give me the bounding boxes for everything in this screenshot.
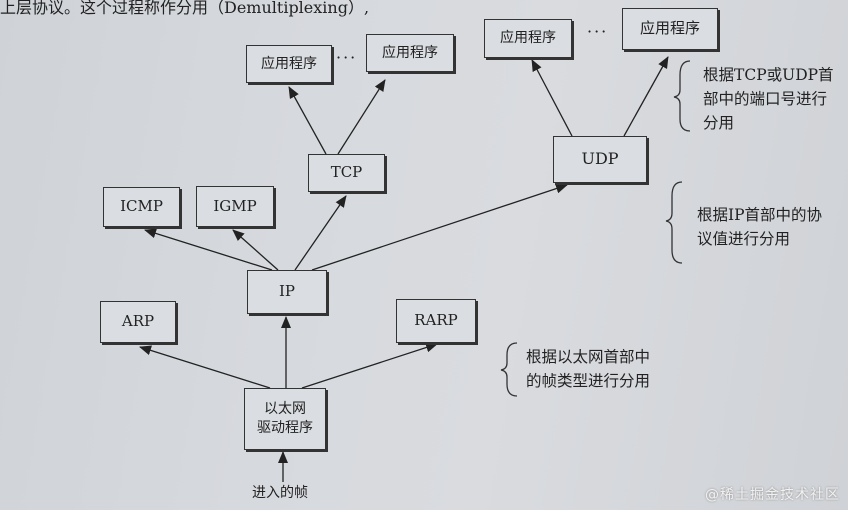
- app-box-1: 应用程序: [246, 45, 332, 83]
- arrow-ip-to-udp: [311, 183, 568, 271]
- top-text-fragment: 上层协议。这个过程称作分用（Demultiplexing）,: [0, 0, 370, 17]
- note-ip-line1: 根据IP首部中的协: [697, 206, 823, 224]
- arrow-tcp-to-app1: [288, 86, 327, 155]
- arrow-driver-to-arp: [139, 345, 271, 389]
- watermark: @稀土掘金技术社区: [705, 487, 840, 503]
- note-ip-line2: 议值进行分用: [697, 230, 791, 248]
- tcp-box: TCP: [308, 154, 385, 192]
- icmp-box: ICMP: [103, 187, 180, 227]
- app-box-3: 应用程序: [484, 19, 572, 58]
- app-box-3-label: 应用程序: [500, 30, 556, 47]
- note-ethernet-demux: 根据以太网首部中 的帧类型进行分用: [526, 345, 650, 393]
- ellipsis-right: ···: [587, 22, 609, 41]
- arp-box: ARP: [100, 301, 176, 343]
- driver-label-line2: 驱动程序: [257, 420, 313, 436]
- brace-ethernet: [500, 342, 518, 397]
- igmp-label: IGMP: [213, 196, 257, 215]
- udp-label: UDP: [581, 149, 619, 169]
- rarp-label: RARP: [414, 311, 458, 330]
- arrow-ip-to-tcp: [294, 195, 347, 271]
- brace-ip: [665, 181, 683, 264]
- arrow-tcp-to-app2: [337, 79, 386, 155]
- app-box-4-label: 应用程序: [639, 19, 700, 38]
- note-ip-demux: 根据IP首部中的协 议值进行分用: [697, 203, 822, 251]
- note-ethernet-line1: 根据以太网首部中: [526, 348, 651, 366]
- arrow-ip-to-icmp: [144, 228, 273, 271]
- arrow-ip-to-igmp: [232, 229, 279, 271]
- tcp-label: TCP: [330, 163, 363, 182]
- rarp-box: RARP: [396, 299, 476, 343]
- icmp-label: ICMP: [120, 197, 163, 216]
- ethernet-driver-box: 以太网 驱动程序: [244, 388, 326, 450]
- arrow-udp-to-app3: [531, 59, 573, 137]
- driver-label-line1: 以太网: [264, 401, 306, 418]
- udp-box: UDP: [553, 136, 647, 183]
- app-box-2-label: 应用程序: [382, 44, 438, 61]
- ellipsis-left: ···: [336, 48, 358, 67]
- arp-label: ARP: [121, 312, 155, 331]
- arrow-udp-to-app4: [623, 56, 669, 137]
- ip-label: IP: [278, 282, 296, 301]
- note-port-line1: 根据TCP或UDP首: [703, 66, 834, 84]
- app-box-1-label: 应用程序: [261, 55, 317, 72]
- note-ethernet-line2: 的帧类型进行分用: [526, 372, 651, 390]
- arrow-driver-to-rarp: [301, 342, 438, 389]
- ip-box: IP: [247, 270, 327, 314]
- brace-port: [673, 60, 691, 132]
- note-port-line2: 部中的端口号进行: [703, 90, 828, 108]
- note-port-line3: 分用: [703, 114, 735, 132]
- note-port-demux: 根据TCP或UDP首 部中的端口号进行 分用: [703, 63, 834, 135]
- app-box-2: 应用程序: [366, 34, 454, 72]
- igmp-box: IGMP: [196, 186, 274, 227]
- app-box-4: 应用程序: [622, 8, 718, 50]
- incoming-frame-label: 进入的帧: [252, 485, 308, 501]
